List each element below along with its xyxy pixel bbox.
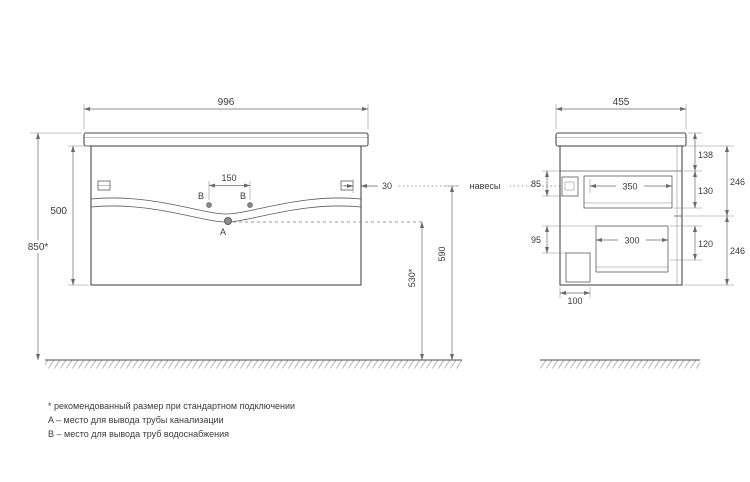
- drain-point: A: [220, 216, 232, 237]
- water-supply-points: B B: [198, 191, 253, 208]
- footnote-b-definition: B – место для вывода труб водоснабжения: [48, 429, 229, 439]
- dim-siphon-drop-label: 95: [531, 235, 541, 245]
- dim-supply-height-label: 590: [437, 246, 447, 261]
- dim-body-height-group: 500: [50, 145, 89, 286]
- front-view: B B A 996 500 850*: [23, 97, 459, 361]
- dim-depth-group: 455: [555, 97, 687, 129]
- side-cabinet-body: [559, 145, 683, 286]
- dim-hanger-offset-group: 30: [344, 179, 397, 193]
- dim-supply-height-group: 590: [437, 185, 459, 361]
- dim-hanger-drop-group: 85: [531, 170, 562, 197]
- label-b-right: B: [240, 191, 246, 201]
- side-siphon-space: [565, 252, 591, 283]
- dim-top-drawer-height-label: 130: [698, 186, 713, 196]
- side-view: 455 138 130 246: [531, 97, 745, 306]
- side-bottom-drawer: [595, 225, 669, 273]
- floor-hatching-right: [540, 360, 700, 369]
- dim-bottom-recess-label: 100: [567, 296, 582, 306]
- dim-bottom-drawer-height-label: 120: [698, 239, 713, 249]
- dim-top-drawer-depth-label: 350: [622, 182, 637, 192]
- label-a: A: [220, 227, 226, 237]
- dim-hanger-offset-label: 30: [382, 181, 392, 191]
- floor-hatching-left: [45, 360, 462, 369]
- dim-pipe-spacing-label: 150: [221, 173, 236, 183]
- dim-top-drawer-height-group: 130: [674, 170, 717, 209]
- dim-total-height-group: 850*: [23, 132, 82, 361]
- dim-width-label: 996: [218, 97, 235, 108]
- point-b-right: [247, 202, 253, 208]
- hangers-annotation: навесы: [460, 179, 510, 192]
- dim-top-clearance-label: 138: [698, 150, 713, 160]
- front-cabinet-body: [90, 145, 362, 286]
- dim-bottom-front-height-label: 246: [730, 246, 745, 256]
- dim-bottom-drawer-height-group: 120: [670, 225, 717, 261]
- dim-bottom-front-height-group: 246: [684, 215, 745, 286]
- dim-top-drawer-depth-group: 350: [589, 179, 673, 193]
- front-hanger-left: [97, 180, 111, 191]
- point-a: [223, 216, 232, 225]
- dim-drain-height-label: 530*: [407, 268, 417, 287]
- footnotes: * рекомендованный размер при стандартном…: [48, 401, 295, 439]
- front-countertop: [83, 132, 369, 147]
- dim-top-clearance-group: 138: [684, 132, 717, 172]
- dim-bottom-drawer-depth-group: 300: [595, 233, 669, 247]
- dim-top-front-height-label: 246: [730, 177, 745, 187]
- dim-total-height-label: 850*: [28, 242, 49, 253]
- dim-pipe-spacing-group: 150: [208, 173, 251, 200]
- point-b-left: [206, 202, 212, 208]
- floor: [45, 359, 700, 369]
- label-b-left: B: [198, 191, 204, 201]
- side-hanger-bracket: [561, 176, 579, 197]
- dim-width-group: 996: [83, 97, 369, 129]
- dim-siphon-drop-group: 95: [531, 225, 596, 254]
- dim-bottom-recess-group: 100: [559, 287, 591, 306]
- hangers-label: навесы: [470, 181, 501, 191]
- footnote-recommended-size: * рекомендованный размер при стандартном…: [48, 401, 295, 411]
- footnote-a-definition: A – место для вывода трубы канализации: [48, 415, 224, 425]
- dim-body-height-label: 500: [50, 206, 67, 217]
- dim-depth-label: 455: [613, 97, 630, 108]
- dim-bottom-drawer-depth-label: 300: [624, 236, 639, 246]
- dim-drain-height-group: 530*: [233, 221, 425, 361]
- front-drawer-curve-top: [90, 197, 362, 215]
- side-countertop: [555, 132, 687, 147]
- dim-hanger-drop-label: 85: [531, 179, 541, 189]
